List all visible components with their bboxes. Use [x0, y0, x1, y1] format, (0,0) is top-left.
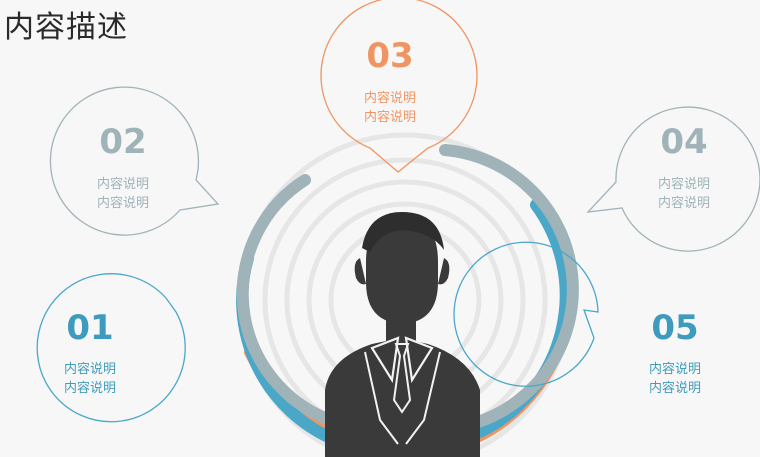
bubble-04-line1: 内容说明 [657, 177, 710, 192]
bubble-05-number: 05 [651, 308, 699, 348]
figure-body [325, 338, 480, 457]
bubble-outline-04 [586, 106, 760, 252]
bubble-outline-01 [36, 273, 186, 423]
slate-arc-left [236, 174, 336, 426]
lapel-right [405, 351, 441, 445]
bubble-01-line1: 内容说明 [63, 362, 116, 377]
bubble-01-line2: 内容说明 [63, 381, 116, 396]
bubble-outline-05 [453, 241, 599, 387]
collar-left [370, 336, 400, 384]
bubble-04-number: 04 [660, 122, 708, 162]
bubble-02-number: 02 [99, 122, 147, 162]
bubble-04-line2: 内容说明 [657, 196, 710, 211]
bubble-03-line2: 内容说明 [363, 110, 416, 125]
lapel-left [364, 351, 399, 445]
tie [392, 343, 412, 414]
bubble-05-line1: 内容说明 [648, 362, 701, 377]
bubble-02-line1: 内容说明 [96, 177, 149, 192]
bubble-03-number: 03 [366, 36, 414, 76]
bubble-02-line2: 内容说明 [96, 196, 149, 211]
page-title: 内容描述 [4, 10, 128, 45]
figure-ear-left [354, 258, 366, 285]
slate-arc-right [439, 144, 579, 428]
bubble-outline-03 [320, 0, 478, 173]
businessman-icon [325, 212, 480, 457]
figure-ear-right [438, 258, 450, 285]
figure-hair [362, 212, 444, 252]
bubble-01-number: 01 [66, 308, 114, 348]
figure-head [366, 218, 438, 324]
bubble-05-line2: 内容说明 [648, 381, 701, 396]
bubble-03-line1: 内容说明 [363, 91, 416, 106]
collar-right [404, 336, 434, 384]
bubble-outline-02 [49, 86, 220, 236]
